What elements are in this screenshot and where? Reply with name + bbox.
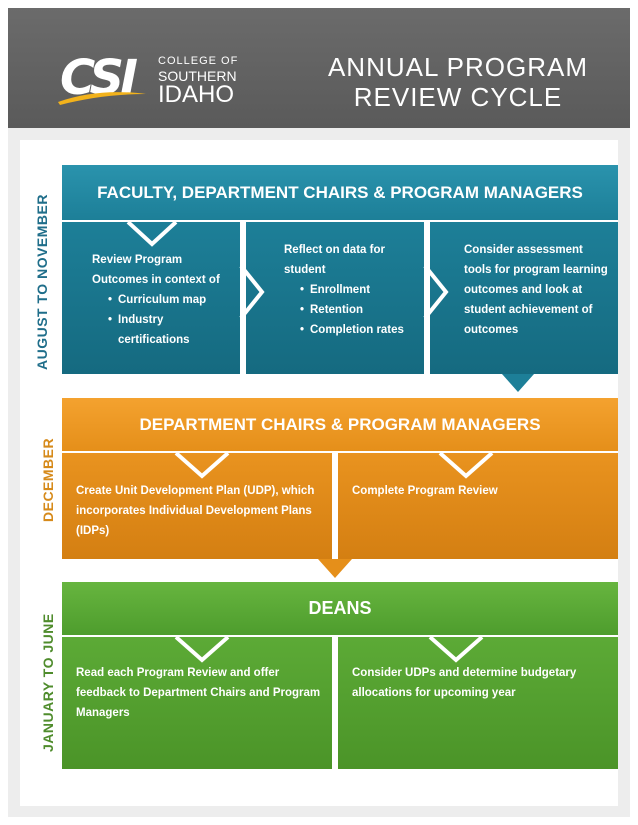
- bullet-item: Enrollment: [300, 280, 416, 300]
- phase3-box-read-review: Read each Program Review and offer feedb…: [62, 637, 332, 769]
- box-text: Review Program Outcomes in context of: [92, 254, 220, 286]
- bullet-item: Retention: [300, 300, 416, 320]
- bullet-item: Curriculum map: [108, 290, 232, 310]
- phase2-box-create-udp: Create Unit Development Plan (UDP), whic…: [62, 453, 332, 559]
- phase-heading-faculty: FACULTY, DEPARTMENT CHAIRS & PROGRAM MAN…: [62, 165, 618, 220]
- box-text: Create Unit Development Plan (UDP), whic…: [76, 485, 315, 537]
- box-text: Consider UDPs and determine budgetary al…: [352, 667, 577, 699]
- logo-line-3: IDAHO: [158, 81, 235, 108]
- csi-logo: CSI COLLEGE OF SOUTHERN IDAHO: [58, 54, 270, 112]
- bullet-item: Industry certifications: [108, 310, 232, 350]
- bullet-list: Enrollment Retention Completion rates: [284, 280, 416, 340]
- box-text: Consider assessment tools for program le…: [464, 244, 608, 336]
- page-title: ANNUAL PROGRAM REVIEW CYCLE: [308, 52, 608, 112]
- box-text: Read each Program Review and offer feedb…: [76, 667, 321, 719]
- phase3-box-consider-udps: Consider UDPs and determine budgetary al…: [338, 637, 618, 769]
- title-line-1: ANNUAL PROGRAM: [327, 52, 589, 82]
- period-label-aug-nov: AUGUST TO NOVEMBER: [34, 194, 50, 370]
- phase1-box-reflect-data: Reflect on data for student Enrollment R…: [246, 222, 424, 374]
- phase-heading-deans: DEANS: [62, 582, 618, 635]
- title-line-2: REVIEW CYCLE: [353, 82, 563, 112]
- bullet-item: Completion rates: [300, 320, 416, 340]
- logo-line-1: COLLEGE OF: [158, 55, 239, 67]
- period-label-jan-jun: JANUARY TO JUNE: [40, 613, 56, 752]
- bullet-list: Curriculum map Industry certifications: [92, 290, 232, 350]
- period-label-december: DECEMBER: [40, 437, 56, 522]
- phase1-box-assessment-tools: Consider assessment tools for program le…: [430, 222, 618, 374]
- phase1-box-review-outcomes: Review Program Outcomes in context of Cu…: [62, 222, 240, 374]
- box-text: Reflect on data for student: [284, 244, 385, 276]
- phase-heading-dept-chairs: DEPARTMENT CHAIRS & PROGRAM MANAGERS: [62, 398, 618, 451]
- phase2-box-complete-review: Complete Program Review: [338, 453, 618, 559]
- logo-swoosh-icon: [58, 92, 146, 105]
- logo-line-2: SOUTHERN: [158, 68, 237, 84]
- logo-wordmark: COLLEGE OF SOUTHERN IDAHO: [158, 56, 238, 107]
- header-banner: CSI COLLEGE OF SOUTHERN IDAHO ANNUAL PRO…: [8, 8, 630, 128]
- box-text: Complete Program Review: [352, 485, 498, 497]
